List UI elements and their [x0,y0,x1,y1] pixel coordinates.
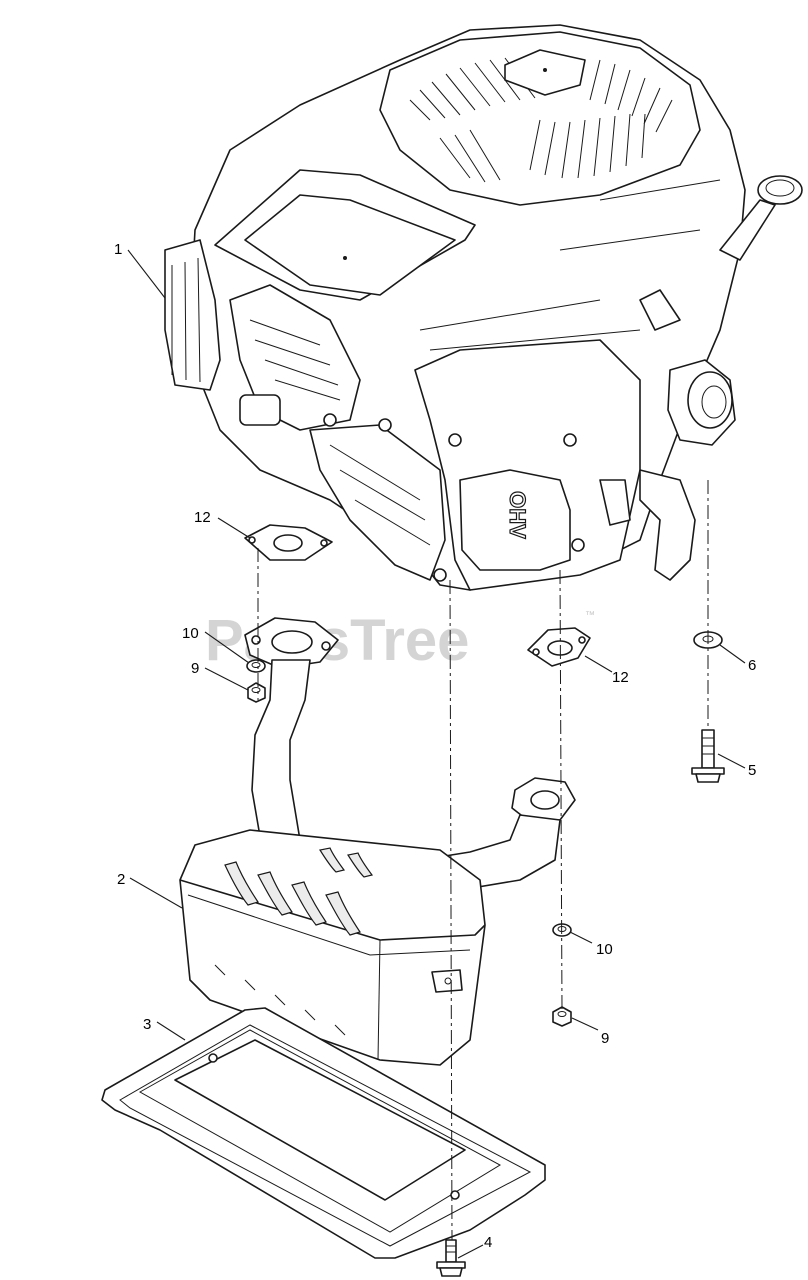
callout-6: 6 [748,657,756,674]
callouts: 1 2 3 4 5 6 9 9 10 10 12 12 [114,241,756,1251]
nut-left [247,682,266,703]
gasket-left [244,524,333,561]
watermark-trademark: ™ [585,610,595,621]
engine: OHV [164,24,803,591]
callout-9-right: 9 [601,1030,609,1047]
callout-10-right: 10 [596,941,613,958]
lock-washer-left [246,659,266,673]
muffler-ridges [224,847,374,936]
callout-2: 2 [117,871,125,888]
heat-shield [101,1007,546,1259]
shoulder-bolt [691,729,725,783]
callout-12-right: 12 [612,669,629,686]
engine-ohv-badge: OHV [505,491,530,539]
leader-lines [127,249,746,1259]
nut-right [552,1006,572,1027]
gasket-right [527,627,591,667]
callout-9-left: 9 [191,660,199,677]
callout-3: 3 [143,1016,151,1033]
fan-grille [409,57,673,183]
callout-10-left: 10 [182,625,199,642]
callout-12-left: 12 [194,509,211,526]
callout-4: 4 [484,1234,492,1251]
center-lines [257,480,709,1241]
callout-5: 5 [748,762,756,779]
muffler [179,617,576,1066]
callout-1: 1 [114,241,122,258]
flange-bolt [436,1239,466,1277]
